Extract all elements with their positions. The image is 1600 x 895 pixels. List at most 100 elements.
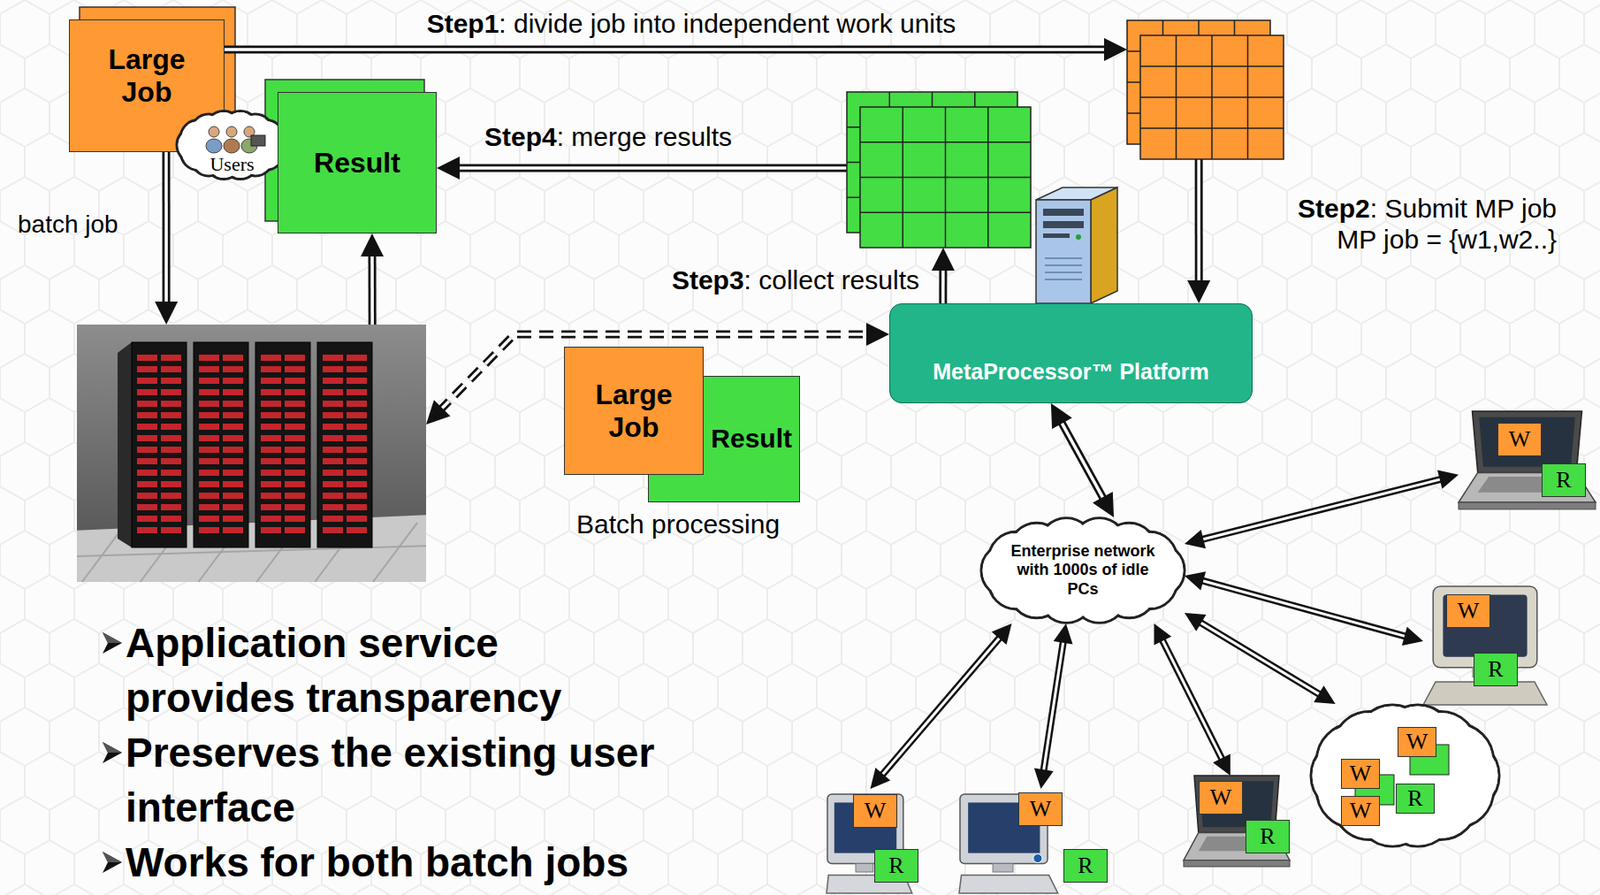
supercomputer-shape — [322, 354, 343, 361]
bullet-marker — [102, 741, 122, 753]
supercomputer-shape — [260, 480, 282, 488]
work-unit-box: W — [1446, 594, 1491, 628]
server-icon — [1043, 208, 1084, 216]
supercomputer-shape — [137, 492, 158, 499]
connector — [162, 152, 171, 306]
supercomputer-shape — [76, 324, 427, 582]
crt-pc-shape — [1442, 594, 1527, 656]
connector — [1196, 159, 1201, 285]
supercomputer-shape — [346, 434, 367, 442]
supercomputer-shape — [284, 400, 305, 407]
unit-letter: R — [1555, 468, 1571, 492]
supercomputer-shape — [284, 480, 305, 488]
supercomputer-shape — [137, 411, 158, 419]
supercomputer-shape — [137, 446, 158, 453]
supercomputer-shape — [160, 354, 182, 361]
supercomputer-shape — [222, 480, 244, 488]
node-text: Result — [313, 146, 401, 180]
supercomputer-shape — [222, 503, 244, 511]
network-cloud: Enterprise network with 1000s of idle PC… — [981, 517, 1185, 624]
server-icon — [1075, 234, 1082, 240]
bullet-text: Works for both batch jobs — [125, 834, 667, 890]
platform-box: MetaProcessor™ Platform — [889, 303, 1253, 404]
connector — [1184, 571, 1206, 590]
supercomputer-shape — [346, 480, 367, 488]
supercomputer-shape — [284, 526, 305, 534]
supercomputer-shape — [346, 423, 367, 430]
unit-letter: W — [1029, 797, 1052, 821]
desktop-pc: WR — [826, 788, 924, 895]
supercomputer-shape — [346, 354, 367, 361]
work-unit-box: W — [1340, 795, 1380, 826]
supercomputer-shape — [198, 515, 220, 522]
result-unit-box: R — [1395, 783, 1435, 814]
supercomputer-shape — [346, 446, 367, 453]
supercomputer-shape — [346, 365, 367, 373]
supercomputer-shape — [160, 388, 182, 396]
unit-letter: R — [1077, 853, 1093, 877]
node-text: MetaProcessor™ Platform — [932, 358, 1210, 385]
bullet-text: Preserves the existing user interface — [125, 724, 667, 835]
supercomputer-shape — [117, 342, 132, 548]
supercomputer-shape — [222, 365, 244, 373]
laptop-shape — [1183, 860, 1290, 867]
supercomputer-shape — [284, 446, 305, 453]
supercomputer-shape — [222, 388, 244, 396]
step-label: Step1 — [426, 8, 500, 39]
supercomputer-shape — [322, 480, 343, 488]
connector — [455, 164, 847, 173]
server-icon — [1044, 278, 1082, 281]
supercomputer-shape — [260, 515, 282, 522]
connector — [436, 156, 847, 180]
supercomputer-shape — [222, 423, 244, 430]
supercomputer-shape — [193, 342, 249, 548]
server-icon — [1090, 187, 1118, 304]
work-units-grid — [1127, 20, 1284, 160]
supercomputer-shape — [346, 515, 367, 522]
connector — [866, 322, 890, 346]
connector — [154, 301, 178, 325]
desktop-pc-shape — [1033, 853, 1043, 863]
supercomputer-shape — [373, 522, 418, 582]
result-unit-box: R — [1245, 819, 1290, 854]
unit-letter: W — [1349, 799, 1372, 823]
users-cloud-shape — [251, 135, 266, 146]
supercomputer-shape — [222, 457, 244, 465]
result-box: Result — [277, 91, 437, 234]
pc-cluster-cloud-shape — [1310, 704, 1500, 846]
supercomputer-shape — [198, 377, 220, 384]
connector — [360, 233, 384, 257]
supercomputer-shape — [346, 457, 367, 465]
supercomputer-shape — [160, 400, 182, 407]
supercomputer-shape — [198, 365, 220, 373]
connector — [1199, 579, 1409, 638]
supercomputer-shape — [322, 526, 343, 534]
step-label: Step3 — [671, 265, 745, 295]
supercomputer-shape — [346, 492, 367, 499]
bullet-marker — [102, 851, 122, 862]
results-grid-shape — [860, 212, 1031, 214]
connector — [1199, 478, 1444, 541]
supercomputer-shape — [322, 503, 343, 511]
bullet-marker — [102, 741, 122, 763]
supercomputer-shape — [284, 469, 305, 476]
connector — [1401, 626, 1424, 646]
supercomputer-shape — [284, 411, 305, 419]
supercomputer-shape — [317, 342, 373, 548]
supercomputer-shape — [137, 400, 158, 407]
connector — [1195, 159, 1204, 285]
connector — [370, 251, 374, 325]
supercomputer-shape — [131, 342, 187, 548]
work-units-grid-shape — [1140, 96, 1284, 99]
supercomputer-shape — [346, 388, 367, 396]
supercomputer-shape — [255, 342, 311, 548]
results-grid-shape — [860, 106, 1031, 248]
users-cloud-shape — [208, 126, 220, 138]
connector — [938, 266, 947, 304]
connector — [1187, 159, 1211, 304]
network-cloud-shape — [981, 518, 1185, 624]
step-label: Step2: Submit MP job MP job = {w1,w2..} — [1273, 193, 1557, 255]
users-cloud-shape — [205, 138, 222, 153]
supercomputer-shape — [322, 446, 343, 453]
